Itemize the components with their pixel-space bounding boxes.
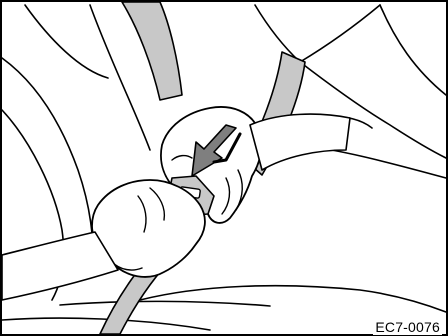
figure-code: EC7-0076 [373,319,442,335]
